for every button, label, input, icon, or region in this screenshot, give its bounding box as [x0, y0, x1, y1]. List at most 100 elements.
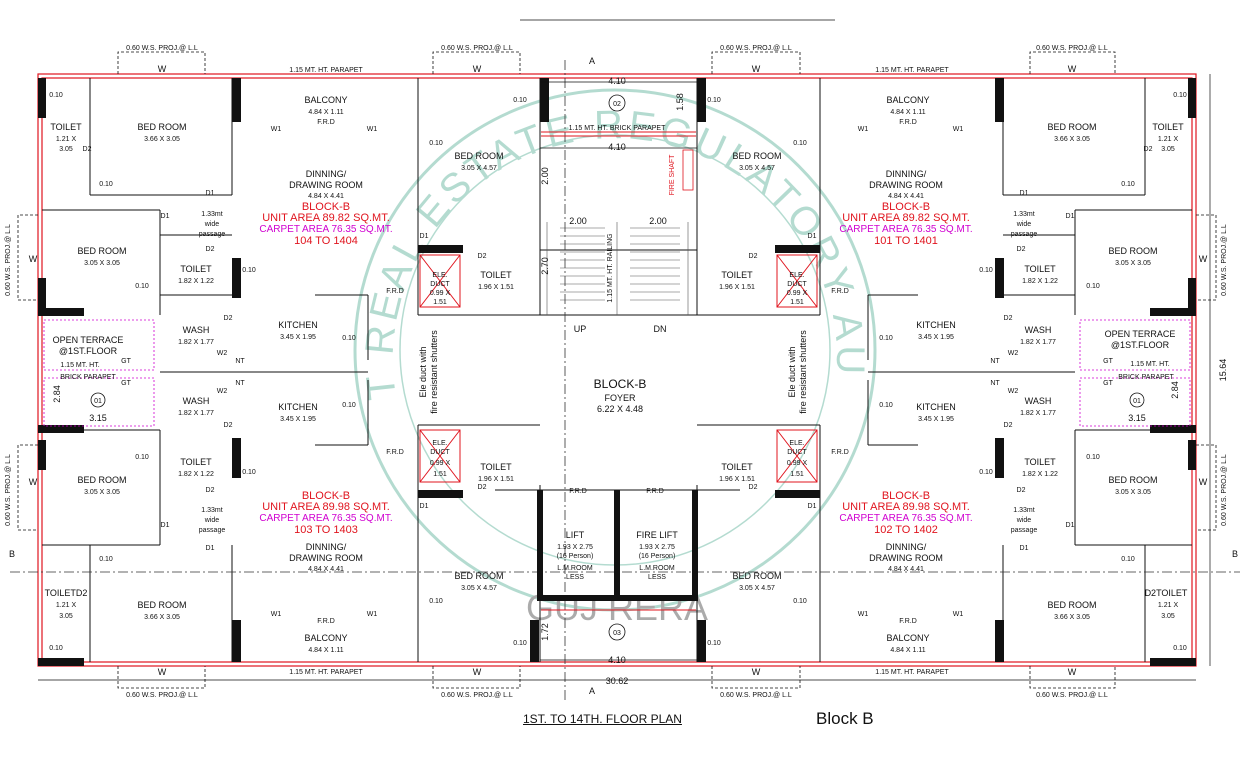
bedroom-label: BED ROOM [1108, 475, 1157, 485]
balcony-dim: 4.84 X 1.11 [890, 647, 925, 654]
bedroom-dim: 3.05 X 3.05 [84, 489, 120, 496]
unit-numbers: 101 TO 1401 [874, 235, 938, 247]
window-label: W [1068, 64, 1077, 74]
door-d2: D2 [1017, 246, 1026, 253]
toilet-label: TOILET [480, 462, 512, 472]
lift-lmroom: L.M.ROOM [557, 565, 593, 572]
dim-bottom: 4.10 [608, 655, 626, 665]
dim-010: 0.10 [879, 335, 893, 342]
dim-010: 0.10 [707, 97, 721, 104]
balcony-dim: 4.84 X 1.11 [308, 647, 343, 654]
door-d1: D1 [161, 522, 170, 529]
duct-text: DUCT [787, 281, 807, 288]
dim-284: 2.84 [52, 385, 62, 403]
wash-label: WASH [1025, 396, 1052, 406]
bedroom-dim: 3.05 X 3.05 [1115, 260, 1151, 267]
window-label: W [1068, 667, 1077, 677]
bedroom-label: BED ROOM [732, 571, 781, 581]
unit-block: BLOCK-B [882, 201, 930, 213]
duct-dim: 1.51 [433, 471, 447, 478]
marker-01: 01 [94, 398, 102, 405]
parapet-label: 1.15 MT. HT. PARAPET [875, 67, 949, 74]
unit-area: UNIT AREA 89.82 SQ.MT. [842, 212, 970, 224]
window-w1: W1 [858, 126, 869, 133]
proj-label: 0.60 W.S. PROJ.@ L.L [720, 45, 792, 52]
dim-172: 1.72 [540, 623, 550, 641]
unit-block: BLOCK-B [302, 490, 350, 502]
frd-label: F.R.D [569, 488, 587, 495]
columns [38, 78, 1196, 666]
duct-label-br: ELE. DUCT 0.99 X 1.51 [787, 440, 808, 478]
carpet-area: CARPET AREA 76.35 SQ.MT. [839, 513, 972, 524]
parapet-label: 1.15 MT. HT. PARAPET [875, 669, 949, 676]
dim-010: 0.10 [513, 97, 527, 104]
duct-text: DUCT [430, 449, 450, 456]
parapet-label: 1.15 MT. HT. PARAPET [289, 67, 363, 74]
proj-label: 0.60 W.S. PROJ.@ L.L [720, 692, 792, 699]
toilet-dim: 1.96 X 1.51 [719, 284, 755, 291]
frd-label: F.R.D [899, 618, 917, 625]
bedroom-label: BED ROOM [454, 571, 503, 581]
door-d2: D2 [478, 484, 487, 491]
balcony-dim: 4.84 X 1.11 [890, 109, 925, 116]
dim-010: 0.10 [49, 92, 63, 99]
passage-label: passage [1011, 527, 1038, 534]
ht-label: 1.15 MT. HT. [1130, 361, 1169, 368]
fire-shaft-label: FIRE SHAFT [669, 154, 676, 196]
duct-label-tl: ELE. DUCT 0.99 X 1.51 [430, 272, 451, 306]
foyer-block: BLOCK-B [594, 377, 647, 391]
dim-010: 0.10 [1086, 283, 1100, 290]
gate-gt: GT [1103, 380, 1113, 387]
rera-watermark: GUJARAT REAL ESTATE REGULATORY AUTHORITY… [0, 0, 877, 628]
bedroom-dim: 3.05 X 3.05 [84, 260, 120, 267]
drawing-label: DRAWING ROOM [869, 553, 943, 563]
passage-label: 1.33mt [201, 211, 222, 218]
proj-label: 0.60 W.S. PROJ.@ L.L [441, 692, 513, 699]
terrace-label: OPEN TERRACE [53, 335, 124, 345]
proj-label: 0.60 W.S. PROJ.@ L.L [1036, 45, 1108, 52]
duct-dim: 1.51 [790, 471, 804, 478]
proj-label: 0.60 W.S. PROJ.@ L.L [126, 692, 198, 699]
terrace-lines [43, 319, 1191, 427]
drawing-label: DRAWING ROOM [289, 553, 363, 563]
window-w1: W1 [367, 126, 378, 133]
toilet-dim: 1.96 X 1.51 [719, 476, 755, 483]
kitchen-dim: 3.45 X 1.95 [280, 416, 316, 423]
dim-010: 0.10 [49, 645, 63, 652]
fire-lift-capacity: (16 Person) [639, 553, 676, 560]
gate-gt: GT [121, 358, 131, 365]
bedroom-label: BED ROOM [1047, 600, 1096, 610]
passage-label: 1.33mt [201, 507, 222, 514]
toilet-dim: 1.21 X [1158, 136, 1179, 143]
brick-parapet-label: 1.15 MT. HT. BRICK PARAPET [569, 125, 666, 132]
dim-010: 0.10 [1121, 556, 1135, 563]
dim-010: 0.10 [99, 181, 113, 188]
window-label: W [158, 667, 167, 677]
dim-200: 2.00 [540, 167, 550, 185]
door-d1: D1 [808, 233, 817, 240]
parapet-lines [541, 131, 696, 611]
brick-parapet-label: BRICK PARAPET [1118, 374, 1174, 381]
dim-284: 2.84 [1170, 381, 1180, 399]
door-d1: D1 [161, 213, 170, 220]
toilet-label: TOILETD2 [45, 588, 88, 598]
window-label: W [473, 667, 482, 677]
door-d1: D1 [420, 503, 429, 510]
duct-label-tr: ELE. DUCT 0.99 X 1.51 [787, 272, 808, 306]
projections [17, 51, 1217, 689]
window-label: W [473, 64, 482, 74]
door-d1: D1 [206, 190, 215, 197]
dim-010: 0.10 [793, 598, 807, 605]
duct-text: DUCT [787, 449, 807, 456]
kitchen-label: KITCHEN [916, 402, 956, 412]
bedroom-label: BED ROOM [454, 151, 503, 161]
window-w1: W1 [367, 611, 378, 618]
balcony-dim: 4.84 X 1.11 [308, 109, 343, 116]
marker-01: 01 [1133, 398, 1141, 405]
bedroom-dim: 3.05 X 4.57 [739, 585, 775, 592]
toilet-label: TOILET [1024, 264, 1056, 274]
unit-numbers: 104 TO 1404 [294, 235, 358, 247]
bedroom-label: BED ROOM [1108, 246, 1157, 256]
bedroom-dim: 3.66 X 3.05 [1054, 136, 1090, 143]
